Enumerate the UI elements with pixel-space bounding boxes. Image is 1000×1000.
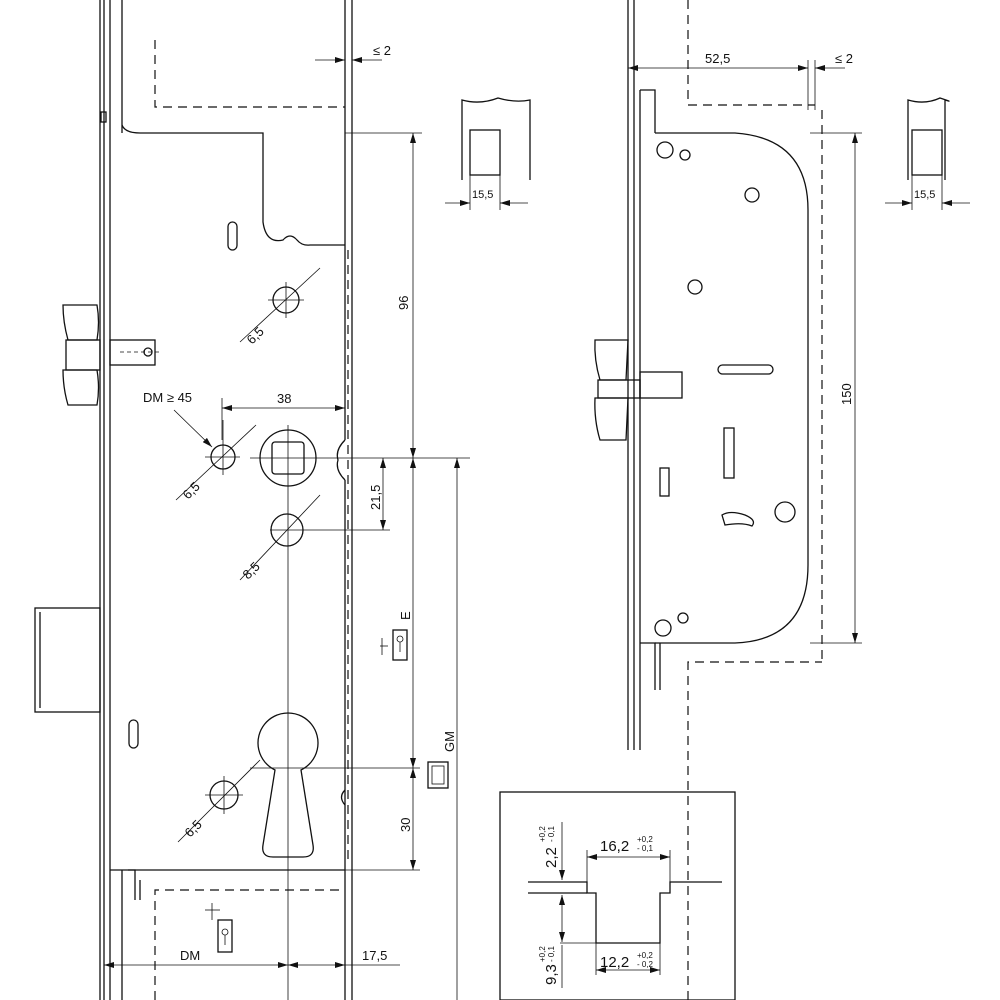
deadbolt: [34, 607, 101, 713]
dimension-gm: GM: [442, 731, 457, 752]
dimension-dm: DM: [180, 948, 200, 963]
gm-icon: [427, 761, 449, 789]
depth-tol-plus: +0,2: [538, 946, 547, 962]
hole-follower-lower: [239, 494, 390, 581]
door-outline-top: [154, 40, 345, 108]
step-height-tol-minus: - 0,1: [547, 825, 556, 842]
cylinder-profile: [250, 712, 420, 858]
bottom-tab: [128, 869, 141, 900]
dimension-38: 38: [277, 391, 291, 406]
hole-follower-diameter: 8,5: [240, 559, 263, 582]
step-height: 2,2: [543, 847, 560, 868]
gap-dimension: ≤ 2: [373, 43, 391, 58]
right-gap-dimension: ≤ 2: [835, 51, 853, 66]
bottom-width: 12,2: [600, 954, 629, 971]
door-outline-bottom: [154, 889, 345, 1000]
dimension-17-5: 17,5: [362, 948, 387, 963]
right-latch-bolt: [594, 339, 683, 441]
latch-bolt: [62, 304, 160, 406]
dimension-21-5: 21,5: [368, 485, 383, 510]
left-lock-view: 6,5 6,5 DM ≥ 45 8,5 6,5 ≤ 2 96 38 21,5 E: [34, 0, 531, 1000]
depth-tol-minus: - 0,1: [547, 945, 556, 962]
right-faceplate-profile: [885, 97, 970, 210]
faceplate: [99, 0, 353, 1000]
bottom-width-tol-plus: +0,2: [637, 951, 653, 960]
dimension-150: 150: [839, 383, 854, 405]
dimension-52-5: 52,5: [705, 51, 730, 66]
step-height-tol-plus: +0,2: [538, 826, 547, 842]
euro-cylinder-icon: [392, 629, 408, 661]
bottom-width-tol-minus: - 0,2: [637, 960, 654, 969]
profile-width-right: 15,5: [914, 189, 935, 201]
follower: [250, 425, 470, 1000]
slot-top: [227, 221, 238, 251]
groove-detail-inset: 16,2 +0,2 - 0,1 12,2 +0,2 - 0,2 2,2 +0,2…: [499, 791, 736, 1000]
dimension-e: E: [398, 611, 413, 620]
hole-top: [239, 267, 321, 343]
hole-left: [173, 409, 257, 501]
top-width: 16,2: [600, 838, 629, 855]
hole-top-diameter: 6,5: [244, 324, 267, 347]
dm-minimum-label: DM ≥ 45: [143, 390, 192, 405]
top-width-tol-minus: - 0,1: [637, 844, 654, 853]
faceplate-profile: [445, 97, 531, 210]
depth: 9,3: [543, 964, 560, 985]
dimension-30: 30: [398, 818, 413, 832]
right-lock-view: 52,5 ≤ 2 150 15,5: [594, 0, 970, 1000]
euro-cylinder-icon-bottom: [217, 919, 233, 953]
top-width-tol-plus: +0,2: [637, 835, 653, 844]
right-lock-case-outline: [655, 132, 809, 644]
slot-bottom: [128, 719, 139, 749]
hole-bottom-diameter: 6,5: [182, 817, 205, 840]
lock-case-outline: [110, 124, 346, 871]
hole-left-diameter: 6,5: [180, 479, 203, 502]
profile-width-left: 15,5: [472, 189, 493, 201]
hole-bottom: [177, 759, 261, 843]
dimension-96: 96: [396, 296, 411, 310]
